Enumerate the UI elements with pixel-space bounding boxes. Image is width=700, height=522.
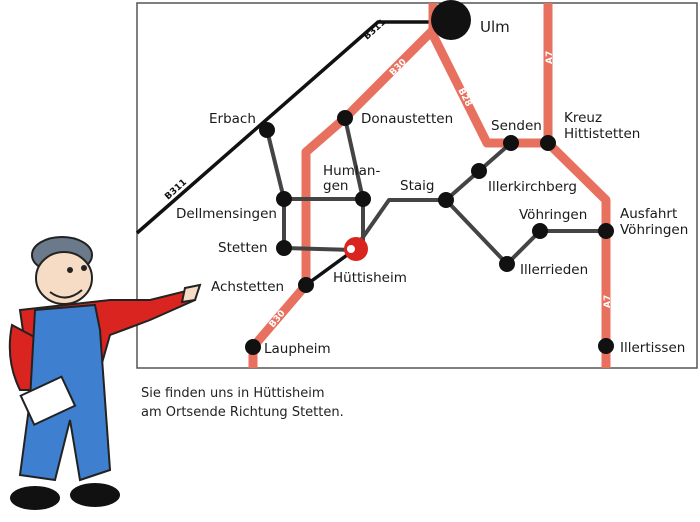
label-illerrieden: Illerrieden: [520, 262, 588, 278]
node-voehringen: [532, 223, 548, 239]
label-humlangen-2: gen: [323, 178, 348, 194]
node-illerkirchberg: [471, 163, 487, 179]
node-stetten: [276, 240, 292, 256]
label-illertissen: Illertissen: [620, 340, 685, 356]
label-kreuz-2: Hittistetten: [564, 126, 640, 142]
road-a7: [543, 3, 611, 368]
label-ausfahrt-1: Ausfahrt: [620, 206, 677, 222]
label-staig: Staig: [400, 178, 434, 194]
road-label-a7: A7: [545, 51, 555, 64]
node-humlangen: [355, 191, 371, 207]
label-senden: Senden: [491, 118, 542, 134]
label-ausfahrt-2: Vöhringen: [620, 222, 688, 238]
node-ulm: [431, 0, 471, 40]
label-ulm: Ulm: [480, 18, 510, 36]
node-staig: [438, 192, 454, 208]
label-donaustetten: Donaustetten: [361, 111, 453, 127]
node-illerrieden: [499, 256, 515, 272]
node-kreuz-hittistetten: [540, 135, 556, 151]
caption-line-2: am Ortsende Richtung Stetten.: [141, 405, 344, 420]
road-label-a7-lower: A7: [603, 295, 613, 308]
label-illerkirchberg: Illerkirchberg: [488, 179, 577, 195]
road-b28: [428, 32, 548, 148]
label-erbach: Erbach: [209, 111, 256, 127]
destination-marker: [347, 245, 355, 253]
node-erbach: [259, 122, 275, 138]
label-dellmensingen: Dellmensingen: [176, 206, 277, 222]
node-huettisheim-destination: [344, 237, 368, 261]
label-huettisheim: Hüttisheim: [333, 270, 407, 286]
road-b311: [135, 20, 433, 235]
node-ausfahrt-voehringen: [598, 223, 614, 239]
node-laupheim: [245, 339, 261, 355]
node-senden: [503, 135, 519, 151]
node-illertissen: [598, 338, 614, 354]
node-dellmensingen: [276, 191, 292, 207]
cartoon-worker-illustration: [8, 236, 202, 510]
node-achstetten: [298, 277, 314, 293]
label-laupheim: Laupheim: [264, 341, 331, 357]
road-achstetten: [304, 248, 356, 287]
caption-line-1: Sie finden uns in Hüttisheim: [141, 386, 325, 401]
label-voehringen: Vöhringen: [519, 207, 587, 223]
directions-caption: Sie finden uns in Hüttisheim am Ortsende…: [141, 384, 344, 422]
label-kreuz-1: Kreuz: [564, 110, 602, 126]
node-donaustetten: [337, 110, 353, 126]
label-stetten: Stetten: [218, 240, 268, 256]
label-humlangen-1: Humlan-: [323, 163, 380, 179]
label-achstetten: Achstetten: [211, 279, 284, 295]
